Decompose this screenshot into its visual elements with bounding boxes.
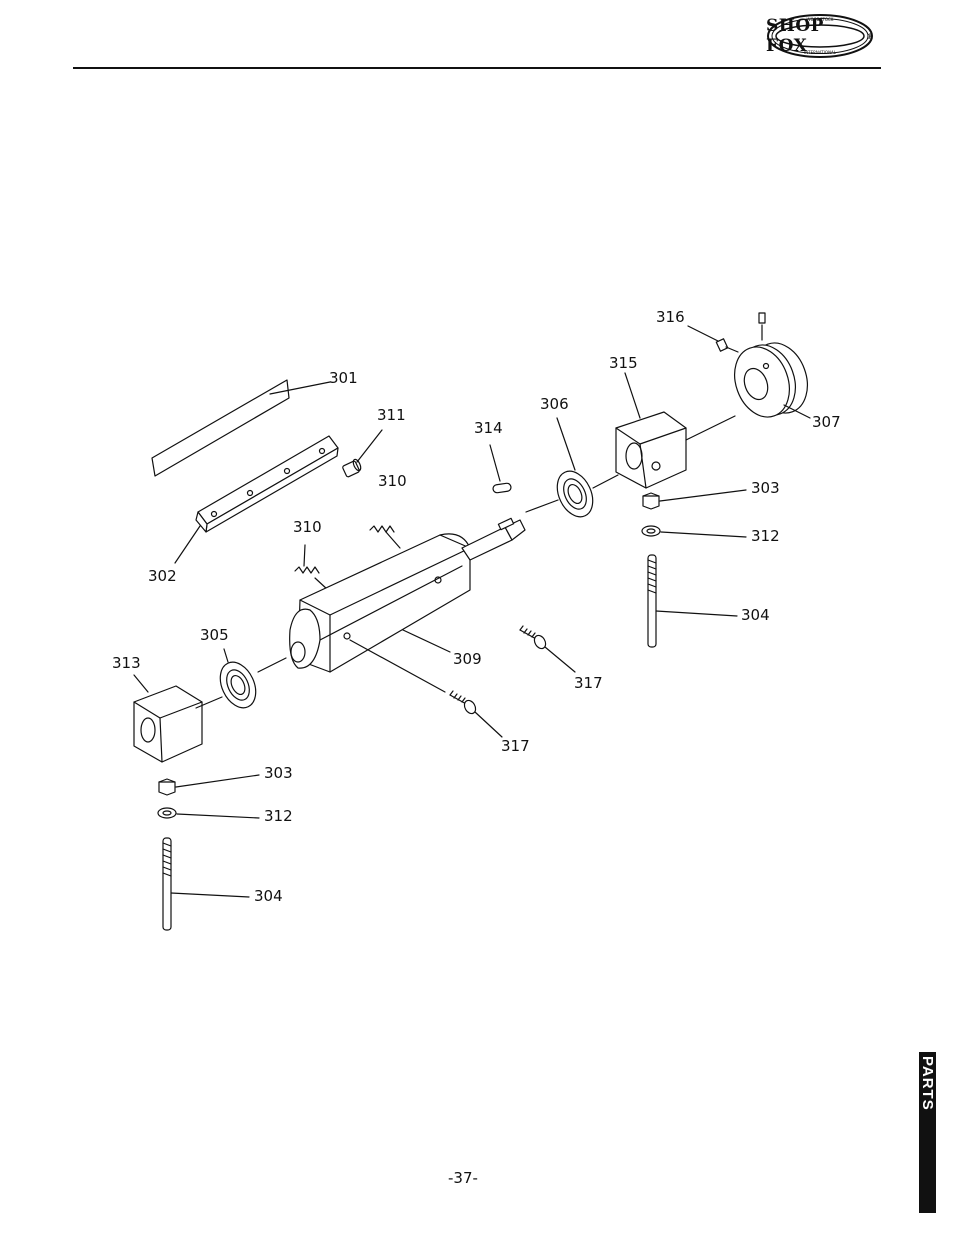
callout-310-lower: 310 xyxy=(293,518,322,536)
logo-text: SHOP FOX ® xyxy=(766,13,874,59)
callout-310-upper: 310 xyxy=(378,472,407,490)
part-312-washer-left xyxy=(157,807,260,819)
callout-314: 314 xyxy=(474,419,503,437)
callout-317-lower: 317 xyxy=(501,737,530,755)
callout-317-upper: 317 xyxy=(574,674,603,692)
part-317-screw-upper xyxy=(519,625,576,673)
callout-301: 301 xyxy=(329,369,358,387)
part-303-hex-nut-left xyxy=(158,774,260,796)
part-310-spring-upper xyxy=(369,525,401,549)
page-number: -37- xyxy=(448,1169,478,1187)
callout-312-left: 312 xyxy=(264,807,293,825)
callout-302: 302 xyxy=(148,567,177,585)
part-315-bearing-block xyxy=(615,372,736,489)
callout-316: 316 xyxy=(656,308,685,326)
part-305-bearing xyxy=(219,648,287,709)
side-tab-label: PARTS xyxy=(919,1056,936,1111)
part-307-pulley xyxy=(734,342,811,419)
part-310-spring-lower xyxy=(294,544,329,591)
part-306-bearing xyxy=(525,417,619,518)
callout-303-left: 303 xyxy=(264,764,293,782)
callout-303-right: 303 xyxy=(751,479,780,497)
part-313-bearing-block xyxy=(133,674,223,763)
part-317-screw-lower xyxy=(349,639,503,738)
callout-315: 315 xyxy=(609,354,638,372)
part-304-stud-left xyxy=(162,837,250,931)
callout-309: 309 xyxy=(453,650,482,668)
logo-badge-icon: WOODSTOCK INTERNATIONAL xyxy=(767,14,873,58)
part-302-gib xyxy=(174,435,339,564)
svg-text:WOODSTOCK: WOODSTOCK xyxy=(807,17,834,22)
part-316-set-screw xyxy=(687,312,766,353)
shop-fox-logo: WOODSTOCK INTERNATIONAL SHOP FOX ® xyxy=(766,13,874,59)
callout-306: 306 xyxy=(540,395,569,413)
callout-304-left: 304 xyxy=(254,887,283,905)
callout-312-right: 312 xyxy=(751,527,780,545)
header-rule xyxy=(73,67,881,69)
logo-registered-mark: ® xyxy=(866,31,874,41)
callout-304-right: 304 xyxy=(741,606,770,624)
part-309-cutterhead xyxy=(289,517,526,673)
part-314-key xyxy=(489,444,512,494)
svg-text:INTERNATIONAL: INTERNATIONAL xyxy=(804,50,837,55)
callout-313: 313 xyxy=(112,654,141,672)
part-301-knife xyxy=(151,379,331,477)
section-side-tab: PARTS xyxy=(919,1052,936,1213)
part-304-stud-right xyxy=(647,554,738,648)
callout-307: 307 xyxy=(812,413,841,431)
callout-311: 311 xyxy=(377,406,406,424)
callout-305: 305 xyxy=(200,626,229,644)
part-312-washer-right xyxy=(641,525,747,538)
part-311-gib-bolt xyxy=(342,429,383,478)
logo-name: SHOP FOX xyxy=(766,16,824,56)
part-303-hex-nut-right xyxy=(642,489,747,510)
